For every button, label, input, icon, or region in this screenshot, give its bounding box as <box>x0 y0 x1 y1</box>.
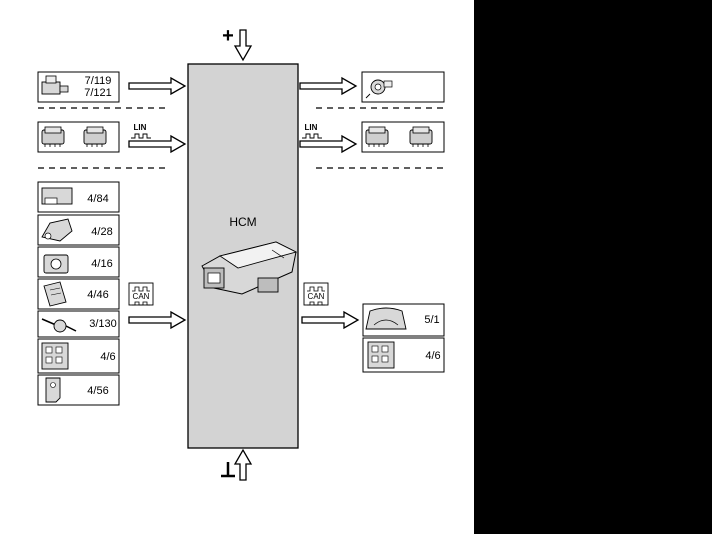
fuse-box-icon <box>41 342 69 370</box>
can-input-item: 4/6 <box>37 338 120 374</box>
steering-switch-icon <box>41 318 77 333</box>
switch-component-icon <box>41 75 69 95</box>
can-input-label: 4/6 <box>100 351 115 363</box>
can-input-label: 4/16 <box>91 258 112 270</box>
can-input-label: 3/130 <box>89 318 117 330</box>
fuse-box-icon <box>367 341 395 369</box>
hcm-label: HCM <box>229 215 256 229</box>
can-output-label: 4/6 <box>425 350 440 362</box>
ground-icon <box>221 462 235 478</box>
input-label-7-119: 7/119 <box>85 75 112 87</box>
control-unit-icon <box>41 187 73 205</box>
camera-icon <box>43 254 69 274</box>
input-label-7-121: 7/121 <box>84 87 112 99</box>
can-output-label: 5/1 <box>424 314 439 326</box>
ground-arrow-icon <box>234 449 252 481</box>
lin-left-label: LIN <box>134 123 147 132</box>
lin-output-module-icon-1 <box>365 126 389 148</box>
sensor-icon <box>41 218 73 242</box>
lin-output-arrow-icon <box>299 135 357 153</box>
can-input-item: 3/130 <box>37 310 120 338</box>
can-input-label: 4/84 <box>87 193 108 205</box>
can-output-item: 5/1 <box>362 303 445 337</box>
can-input-item: 4/84 <box>37 181 120 213</box>
can-input-label: 4/56 <box>87 385 108 397</box>
power-symbol: + <box>222 25 234 47</box>
can-input-label: 4/46 <box>87 289 108 301</box>
can-right-icon <box>303 282 329 306</box>
lin-output-module-icon-2 <box>409 126 433 148</box>
can-output-list: 5/1 4/6 <box>362 303 445 373</box>
lin-right-signal-icon <box>302 133 322 139</box>
can-left-label: CAN <box>133 292 150 301</box>
lin-right-label: LIN <box>305 123 318 132</box>
can-input-item: 4/28 <box>37 214 120 246</box>
can-right-label: CAN <box>308 292 325 301</box>
power-arrow-icon <box>234 29 252 61</box>
relay-module-icon <box>43 281 67 307</box>
can-input-item: 4/46 <box>37 278 120 310</box>
can-input-label: 4/28 <box>91 226 112 238</box>
lin-input-module-icon-2 <box>83 126 107 148</box>
lin-input-module-icon-1 <box>41 126 65 148</box>
can-input-arrow-icon <box>128 311 186 329</box>
lin-left-signal-icon <box>131 133 151 139</box>
output-arrow-top-icon <box>299 77 357 95</box>
can-left-icon <box>128 282 154 306</box>
key-fob-icon <box>45 377 61 403</box>
can-input-item: 4/56 <box>37 374 120 406</box>
can-output-arrow-icon <box>301 311 359 329</box>
wiring-diagram: HCM + 7/119 7/121 LIN <box>37 25 446 481</box>
can-input-item: 4/16 <box>37 246 120 278</box>
can-input-list: 4/84 4/28 4/16 4/46 3/130 4/6 <box>37 181 120 406</box>
hcm-module-icon <box>201 241 298 295</box>
lin-input-arrow-icon <box>128 135 186 153</box>
can-output-item: 4/6 <box>362 337 445 373</box>
black-panel <box>474 0 712 534</box>
actuator-component-icon <box>365 79 393 99</box>
input-arrow-top-icon <box>128 77 186 95</box>
instrument-cluster-icon <box>365 307 407 330</box>
